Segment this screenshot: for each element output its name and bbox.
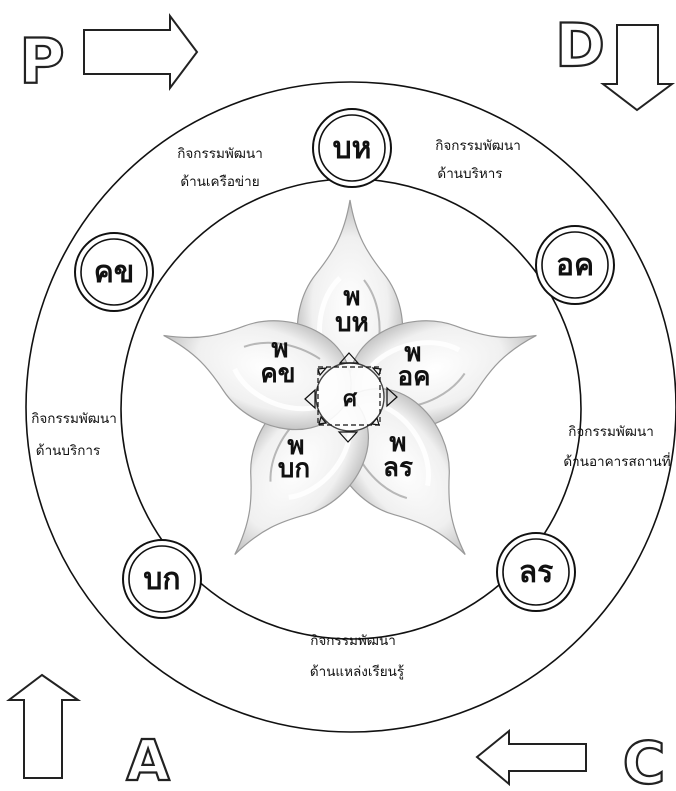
activity-line-2: ด้านเครือข่าย (180, 174, 259, 190)
petal-line-2: คข (260, 359, 295, 389)
petal-line-1: พ (287, 431, 304, 461)
petal-label-lower-right: พ ลร (383, 428, 413, 483)
badge-label: บห (333, 131, 372, 166)
petal-label-upper-right: พ อค (397, 338, 430, 392)
activity-line-2: ด้านอาคารสถานที่ (563, 452, 670, 470)
badge-label: บก (143, 562, 180, 597)
activity-bottom: กิจกรรมพัฒนา ด้านแหล่งเรียนรู้ (310, 633, 404, 680)
activity-line-2: ด้านบริการ (36, 443, 100, 459)
petal-label-upper-left: พ คข (260, 334, 295, 389)
petal-line-1: พ (343, 282, 360, 312)
center-triangle-icon (304, 388, 316, 410)
down-arrow-icon (600, 24, 676, 112)
badge-upper-left: คข (74, 232, 154, 312)
center-triangle-icon (386, 386, 398, 408)
center-frame (317, 366, 381, 426)
petal-line-2: อค (397, 362, 430, 392)
activity-line-2: ด้านบริหาร (437, 166, 502, 182)
activity-line-1: กิจกรรมพัฒนา (310, 633, 396, 649)
petal-label-lower-left: พ บก (278, 431, 310, 484)
badge-label: ลร (519, 555, 554, 590)
activity-top-right: กิจกรรมพัฒนา ด้านบริหาร (435, 138, 521, 182)
up-arrow-icon (6, 673, 82, 779)
badge-label: อค (556, 248, 594, 283)
petal-line-1: พ (389, 428, 406, 458)
center-triangle-icon (337, 431, 359, 443)
activity-line-1: กิจกรรมพัฒนา (435, 138, 521, 154)
letter-a: A (126, 729, 170, 791)
petal-line-1: พ (404, 338, 421, 368)
center-label: ศ (343, 387, 358, 412)
center-hub: ศ (304, 352, 398, 443)
activity-line-2: ด้านแหล่งเรียนรู้ (310, 664, 404, 680)
badge-top: บห (312, 108, 392, 188)
letter-d: D (555, 11, 605, 81)
petal-line-2: ลร (383, 453, 413, 483)
left-arrow-icon (475, 728, 587, 787)
petal-line-2: บก (278, 454, 310, 484)
petal-label-top: พ บห (335, 282, 369, 338)
right-arrow-icon (83, 13, 199, 91)
outer-ring (25, 81, 676, 733)
activity-left: กิจกรรมพัฒนา ด้านบริการ (31, 411, 117, 459)
activity-line-1: กิจกรรมพัฒนา (568, 424, 654, 440)
activity-right: กิจกรรมพัฒนา ด้านอาคารสถานที่ (563, 424, 670, 470)
activity-line-1: กิจกรรมพัฒนา (31, 411, 117, 427)
center-triangle-icon (317, 367, 328, 377)
center-triangle-icon (371, 367, 382, 377)
activity-top-left: กิจกรรมพัฒนา ด้านเครือข่าย (177, 146, 263, 190)
badge-lower-left: บก (122, 539, 202, 619)
badge-label: คข (94, 255, 135, 290)
petal-line-1: พ (271, 334, 288, 364)
center-triangle-icon (318, 415, 328, 425)
center-triangle-icon (370, 416, 380, 426)
center-triangle-icon (338, 352, 360, 364)
badge-lower-right: ลร (496, 532, 576, 612)
letter-c: C (623, 729, 666, 791)
petal-line-2: บห (335, 308, 369, 338)
badge-upper-right: อค (535, 225, 615, 305)
letter-p: P (19, 25, 64, 98)
activity-line-1: กิจกรรมพัฒนา (177, 146, 263, 162)
